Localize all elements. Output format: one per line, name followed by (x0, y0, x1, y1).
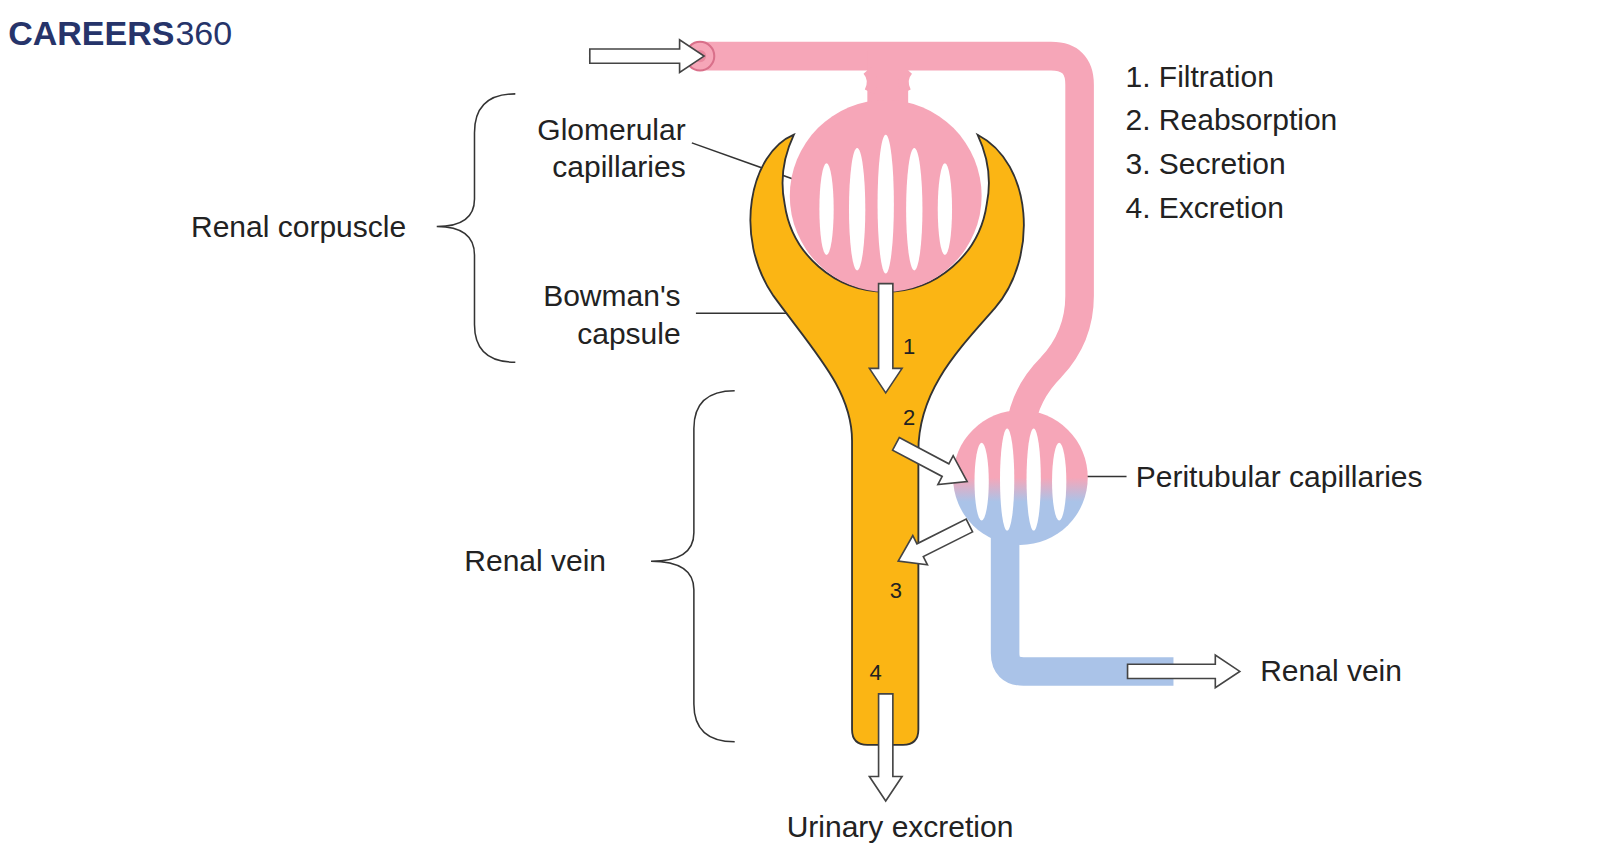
logo-text: CAREERS (8, 11, 174, 54)
process-step: 2. Reabsorption (1126, 102, 1338, 140)
callout-number: 3 (890, 577, 902, 605)
callout-number: 2 (903, 405, 915, 433)
blood-out-arrow (1128, 655, 1240, 688)
part-label: Peritubular capillaries (1136, 458, 1423, 496)
glomerulus (790, 100, 982, 292)
secretion-arrow (891, 511, 977, 576)
excretion-arrow (869, 694, 902, 801)
leader-line (1084, 476, 1127, 478)
callout-number: 1 (903, 333, 915, 361)
corpuscle-brace (437, 94, 516, 362)
blood-in-arrow (590, 40, 704, 73)
capillary-loops (974, 429, 1066, 531)
efferent-vein (1005, 531, 1173, 672)
logo-number: 360 (175, 11, 232, 54)
process-step: 4. Excretion (1126, 189, 1284, 227)
tubule-brace (651, 391, 735, 742)
branch-fillet (867, 70, 908, 91)
part-label: Glomerular capillaries (486, 110, 686, 185)
part-label: Urinary excretion (787, 808, 1014, 846)
filtration-arrow (869, 284, 902, 393)
process-step: 1. Filtration (1126, 58, 1274, 96)
process-step: 3. Secretion (1126, 146, 1286, 184)
reabsorption-arrow (888, 429, 975, 496)
part-label: Renal vein (1260, 653, 1402, 691)
group-label: Renal corpuscle (191, 208, 406, 246)
group-label: Renal vein (464, 542, 606, 580)
peritubular-bed (953, 410, 1088, 545)
capillary-loops (819, 135, 952, 274)
part-label: Bowman's capsule (521, 277, 681, 352)
callout-number: 4 (869, 660, 881, 688)
